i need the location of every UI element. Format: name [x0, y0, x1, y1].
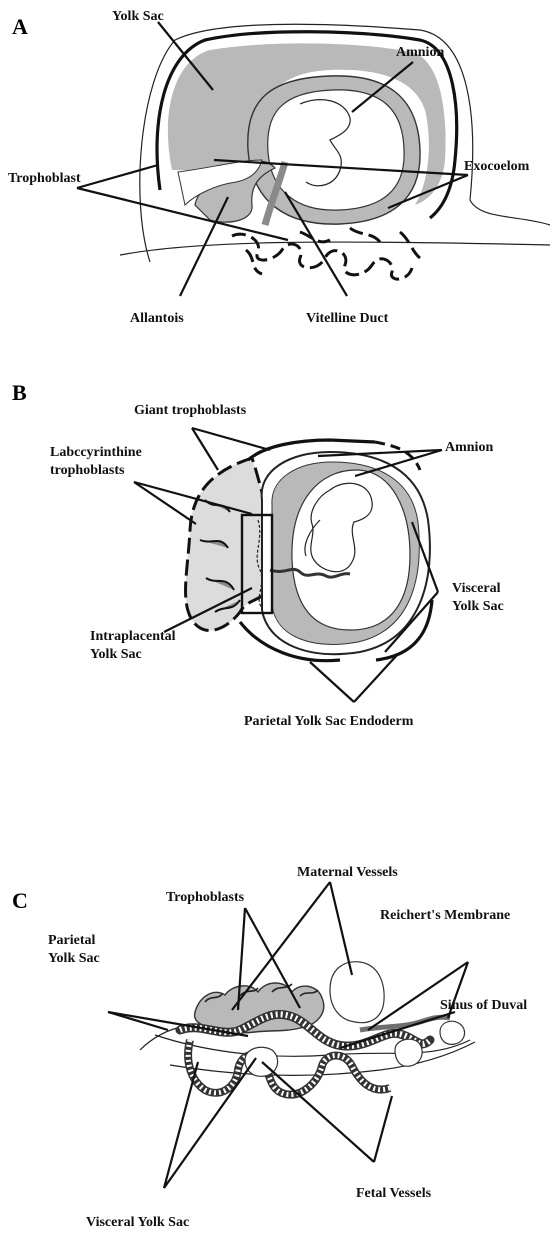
leader-fetal-c-2 [374, 1096, 392, 1162]
amnion-sac-b [292, 470, 410, 630]
panel-c-letter: C [12, 888, 28, 913]
trophoblast-squiggles-a [232, 228, 420, 279]
leader-visceral-c-1 [164, 1062, 198, 1188]
fetal-vessel-2-c [395, 1039, 422, 1066]
label-reicherts-membrane-c: Reichert's Membrane [380, 908, 510, 923]
label-trophoblast-a: Trophoblast [8, 171, 81, 186]
leader-maternal-c-2 [330, 882, 352, 975]
label-vitelline-duct-a: Vitelline Duct [306, 311, 389, 326]
panel-a-letter: A [12, 14, 28, 39]
label-exocoelom-a: Exocoelom [464, 159, 530, 174]
label-maternal-vessels-c: Maternal Vessels [297, 865, 398, 880]
panel-b: B Giant trophoblasts Labccyrinthine [12, 380, 504, 729]
label-amnion-a: Amnion [396, 45, 444, 60]
panel-c: C Maternal Vessels [12, 865, 527, 1230]
label-visceral-b-1: Visceral [452, 581, 501, 596]
leader-labyrinth-b-1 [134, 482, 196, 524]
label-giant-trophoblasts-b: Giant trophoblasts [134, 403, 247, 418]
label-parietal-c-1: Parietal [48, 933, 96, 948]
label-allantois-a: Allantois [130, 311, 184, 326]
panel-b-letter: B [12, 380, 27, 405]
label-sinus-of-duval-c: Sinus of Duval [440, 998, 527, 1013]
placenta-b [186, 458, 268, 630]
panel-a: A Yolk Sac Amnion Trophoblast Exocoe [8, 9, 550, 326]
label-labyrinthine-b-2: trophoblasts [50, 463, 125, 478]
label-visceral-b-2: Yolk Sac [452, 599, 504, 614]
label-trophoblasts-c: Trophoblasts [166, 890, 245, 905]
leader-visceral-c-2 [164, 1058, 256, 1188]
label-visceral-yolk-sac-c: Visceral Yolk Sac [86, 1215, 189, 1230]
label-amnion-b: Amnion [445, 440, 493, 455]
amniotic-cavity-a [268, 90, 404, 210]
label-labyrinthine-b-1: Labccyrinthine [50, 445, 142, 460]
leader-trophoblast-a-2 [77, 188, 288, 240]
leader-parietal-b-1 [310, 662, 354, 702]
label-parietal-c-2: Yolk Sac [48, 951, 100, 966]
label-intraplacental-b-2: Yolk Sac [90, 647, 142, 662]
sinus-of-duval-c [440, 1021, 465, 1044]
label-fetal-vessels-c: Fetal Vessels [356, 1186, 432, 1201]
label-intraplacental-b-1: Intraplacental [90, 629, 176, 644]
label-yolk-sac-a: Yolk Sac [112, 9, 164, 24]
label-parietal-endoderm-b: Parietal Yolk Sac Endoderm [244, 714, 414, 729]
leader-parietal-b-2 [354, 654, 398, 702]
leader-trophoblast-a-1 [77, 165, 158, 188]
maternal-vessel-region-c [330, 962, 384, 1023]
